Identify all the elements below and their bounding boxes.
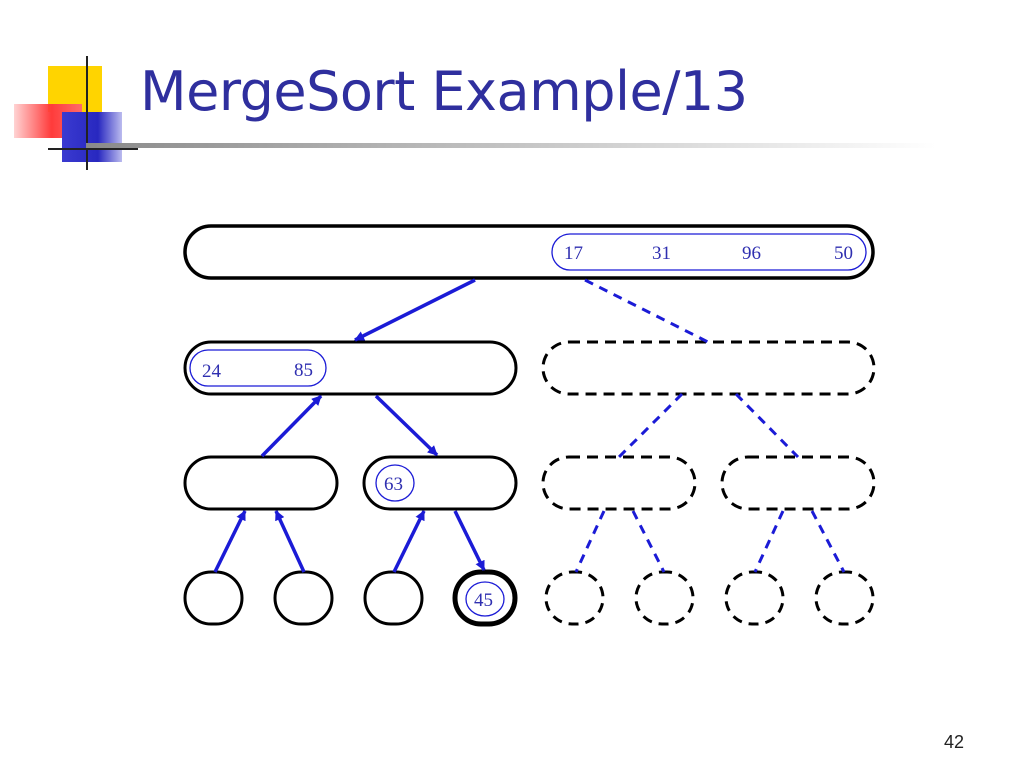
leaf-e (544, 570, 605, 626)
page-number: 42 (943, 732, 964, 752)
root-value: 17 (564, 243, 583, 264)
arrow-leaf-c-to-l2-b (392, 510, 426, 573)
arrow-l2-b-to-leaf-d (453, 510, 486, 571)
dashed-root-to-l1-right (584, 278, 709, 344)
dashed-l1-right-to-l2-d (734, 392, 800, 459)
leaf-b (273, 570, 334, 626)
node-l2-c (541, 455, 697, 511)
dashed-l2-d-to-leaf-h (810, 510, 846, 573)
arrow-leaf-b-to-l2-a (274, 510, 306, 573)
root-value: 96 (742, 243, 761, 264)
root-merged-group (551, 233, 867, 271)
logo-blue-square (62, 112, 122, 162)
leaf-d-merged-group (465, 581, 505, 617)
l1-left-value: 85 (294, 360, 313, 381)
title-rule (86, 143, 936, 148)
dashed-l2-c-to-leaf-f (631, 510, 666, 573)
node-l2-d (720, 455, 876, 511)
node-root (183, 224, 875, 280)
l2-b-value: 63 (384, 474, 403, 495)
node-l2-a (183, 455, 339, 511)
root-value: 50 (834, 243, 853, 264)
l1-left-value: 24 (202, 361, 222, 382)
arrow-l2-a-to-l1-left (260, 394, 323, 458)
logo-horizontal-line (48, 148, 138, 150)
leaf-g (724, 570, 785, 626)
leaf-c (363, 570, 424, 626)
arrow-l1-left-to-l2-b (374, 394, 439, 457)
slide-title: MergeSort Example/13 (140, 60, 748, 123)
leaf-a (183, 570, 244, 626)
leaf-h (814, 570, 875, 626)
node-l1-left (183, 340, 518, 396)
logo-vertical-line (86, 56, 88, 170)
arrow-root-to-l1-left (354, 278, 476, 342)
dashed-l1-right-to-l2-c (617, 392, 684, 459)
node-l2-b (362, 455, 518, 511)
l2-b-merged-group (375, 464, 415, 502)
arrow-leaf-a-to-l2-a (213, 510, 247, 573)
dashed-l2-d-to-leaf-g (753, 510, 785, 573)
node-l1-right (541, 340, 876, 396)
l1-left-merged-group (189, 349, 327, 387)
leaf-f (634, 570, 695, 626)
leaf-d-active (452, 569, 518, 627)
leaf-d-value: 45 (474, 590, 493, 611)
dashed-l2-c-to-leaf-e (574, 510, 606, 573)
root-value: 31 (652, 243, 671, 264)
slide-logo (0, 0, 150, 180)
